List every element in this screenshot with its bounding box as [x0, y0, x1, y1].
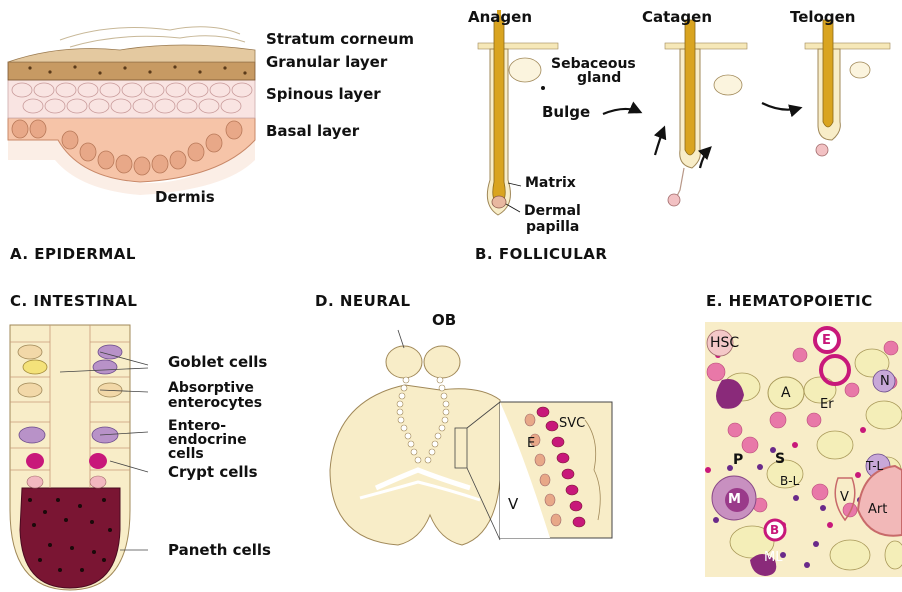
label-e-neural: E: [527, 436, 535, 451]
label-ob: OB: [432, 313, 456, 328]
label-hsc: HSC: [710, 336, 739, 351]
label-t-l: T-L: [866, 459, 883, 474]
label-paneth-cells: Paneth cells: [168, 543, 271, 558]
label-n: N: [880, 374, 890, 389]
label-cells: cells: [168, 448, 204, 461]
follicle-pointer-lines: [506, 86, 545, 212]
label-b-l: B-L: [780, 474, 799, 489]
label-ml: ML: [764, 550, 782, 565]
label-anagen: Anagen: [468, 10, 532, 25]
label-basal-layer: Basal layer: [266, 124, 359, 139]
label-bulge: Bulge: [542, 105, 590, 120]
label-crypt-cells: Crypt cells: [168, 465, 258, 480]
granular-layer: [8, 62, 255, 80]
follicle-cycle-arrows: [603, 103, 800, 168]
brain-illustration: [330, 330, 612, 545]
label-catagen: Catagen: [642, 10, 712, 25]
epidermis-illustration: [8, 27, 255, 195]
panel-d-title: D. NEURAL: [315, 294, 411, 309]
label-granular-layer: Granular layer: [266, 55, 387, 70]
label-absorptive: Absorptive: [168, 382, 254, 395]
label-art: Art: [868, 502, 887, 517]
label-v-heme: V: [840, 490, 849, 505]
stratum-corneum: [8, 45, 255, 62]
label-s: S: [775, 452, 785, 467]
label-goblet-cells: Goblet cells: [168, 355, 267, 370]
label-spinous-layer: Spinous layer: [266, 87, 381, 102]
panel-e-title: E. HEMATOPOIETIC: [706, 294, 873, 309]
label-enterocytes: enterocytes: [168, 397, 262, 410]
label-gland: gland: [577, 72, 621, 85]
panel-a-title: A. EPIDERMAL: [10, 247, 136, 262]
panel-b-title: B. FOLLICULAR: [475, 247, 607, 262]
label-dermal: Dermal: [524, 205, 581, 218]
label-v-neural: V: [508, 497, 518, 512]
label-papilla: papilla: [526, 221, 579, 234]
label-matrix: Matrix: [525, 177, 576, 190]
label-a: A: [781, 386, 791, 401]
panel-c-title: C. INTESTINAL: [10, 294, 137, 309]
dermal-papilla: [492, 196, 506, 208]
label-dermis: Dermis: [155, 190, 215, 205]
label-stratum-corneum: Stratum corneum: [266, 32, 414, 47]
label-telogen: Telogen: [790, 10, 855, 25]
label-m: M: [728, 492, 741, 507]
telogen-follicle: [805, 20, 890, 156]
label-p: P: [733, 453, 743, 468]
label-svc: SVC: [559, 416, 585, 431]
label-b-heme: B: [770, 523, 779, 538]
spinous-layer: [8, 80, 255, 118]
bone-marrow-illustration: [705, 322, 902, 577]
label-er: Er: [820, 397, 834, 412]
label-e-heme: E: [822, 333, 831, 348]
catagen-follicle: [665, 20, 747, 206]
intestinal-crypt: [10, 325, 130, 590]
